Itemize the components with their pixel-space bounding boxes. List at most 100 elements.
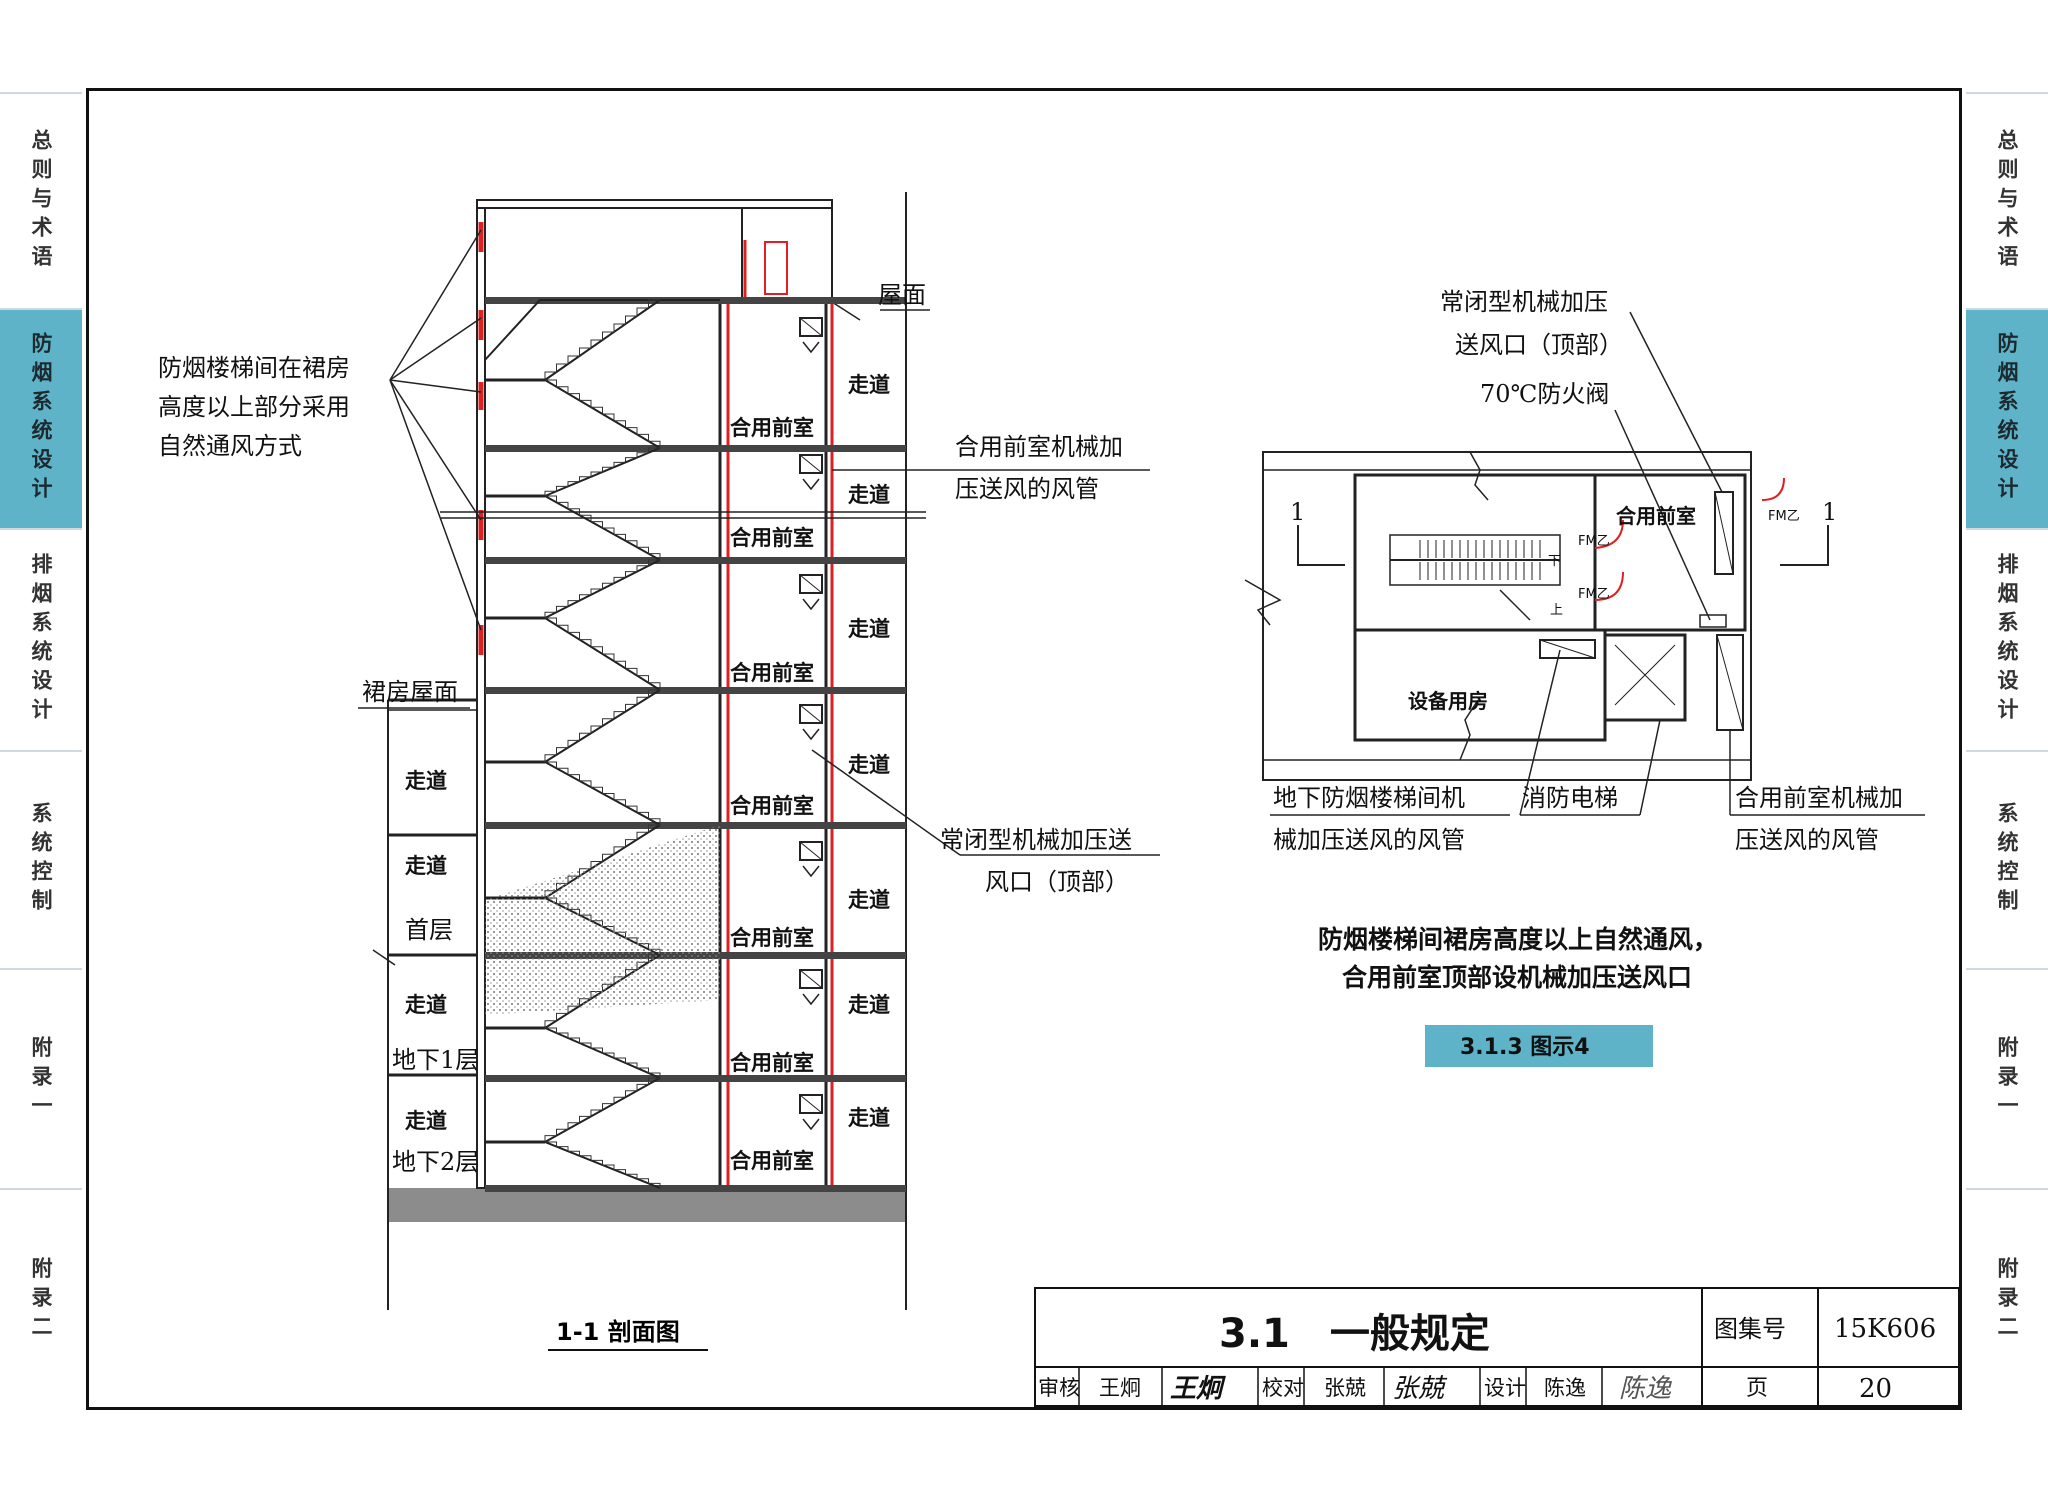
stair-tread — [579, 476, 591, 482]
callout-natural-3: 自然通风方式 — [158, 432, 302, 460]
anteroom-label: 合用前室 — [730, 661, 814, 685]
stair-tread — [636, 831, 649, 840]
side-tab-4[interactable]: 系统控制 — [1966, 750, 2048, 968]
atlas-label: 图集号 — [1714, 1315, 1786, 1343]
side-tab-1[interactable]: 总则与术语 — [1966, 92, 2048, 308]
stair-tread — [648, 447, 660, 453]
side-tab-2[interactable]: 防烟系统设计 — [0, 308, 82, 528]
side-tab-5[interactable]: 附录一 — [1966, 968, 2048, 1188]
side-tab-label: 附录二 — [29, 1256, 53, 1344]
plan-callout-anteroom-duct-2: 压送风的风管 — [1735, 826, 1879, 854]
side-tab-4[interactable]: 系统控制 — [0, 750, 82, 968]
side-tab-2[interactable]: 防烟系统设计 — [1966, 308, 2048, 528]
stair-wall-left — [476, 199, 486, 1189]
side-tab-5[interactable]: 附录一 — [0, 968, 82, 1188]
checker-signature: 张兢 — [1392, 1374, 1448, 1404]
figure-tag: 3.1.3 图示4 — [1460, 1035, 1590, 1060]
stair-tread — [591, 646, 603, 654]
designer-signature: 陈逸 — [1619, 1374, 1672, 1404]
stair-tread — [567, 481, 580, 487]
plan-callout-damper: 70℃防火阀 — [1480, 380, 1609, 408]
airflow-arrow-icon — [802, 865, 820, 878]
side-tab-6[interactable]: 附录二 — [0, 1188, 82, 1410]
stair-tread — [579, 780, 592, 788]
stair-tread — [648, 689, 660, 698]
figure-tag-bg — [1425, 1025, 1653, 1067]
designer-name: 陈逸 — [1544, 1376, 1586, 1400]
plan-callout-elevator: 消防电梯 — [1522, 784, 1618, 812]
stair-tread — [602, 527, 615, 535]
stair-tread — [579, 639, 592, 647]
stair-tread — [567, 600, 580, 607]
stair-tread — [544, 1020, 557, 1028]
label-podium-roof: 裙房屋面 — [362, 678, 458, 706]
stair-tread — [590, 471, 603, 477]
stair-tread — [568, 631, 580, 640]
plan-label-down: 下 — [1548, 554, 1561, 569]
stair-tread — [625, 1062, 638, 1068]
side-tab-label: 总则与术语 — [1995, 128, 2019, 274]
stair-tread — [648, 440, 661, 448]
stair-tread — [637, 675, 649, 683]
corridor-label: 走道 — [405, 854, 447, 878]
side-tab-label: 系统控制 — [29, 802, 53, 918]
stair-tread — [613, 461, 626, 468]
stair-tread — [579, 347, 591, 356]
side-tab-label: 总则与术语 — [29, 128, 53, 274]
checker-name: 张兢 — [1324, 1376, 1366, 1400]
stair-tread — [648, 1077, 660, 1085]
anteroom-label: 合用前室 — [730, 794, 814, 818]
stair-tread — [625, 1173, 638, 1179]
side-tab-label: 排烟系统设计 — [1995, 553, 2019, 727]
stair-tread — [614, 660, 626, 669]
stair-tread — [556, 485, 568, 492]
stair-tread — [591, 1047, 603, 1053]
stair-tread — [556, 1032, 569, 1038]
side-tab-6[interactable]: 附录二 — [1966, 1188, 2048, 1410]
side-tab-1[interactable]: 总则与术语 — [0, 92, 82, 308]
stair-tread — [568, 508, 580, 516]
stair-tread — [602, 718, 614, 726]
plan-callout-stair-duct-2: 械加压送风的风管 — [1273, 826, 1465, 854]
anteroom-label: 合用前室 — [730, 926, 814, 950]
ground-floor-hatch — [485, 825, 720, 1015]
stair-tread — [556, 767, 569, 775]
side-tab-label: 系统控制 — [1995, 802, 2019, 918]
title-block: 3.1 一般规定 图集号 15K606 审核 王炯 王炯 校对 张兢 张兢 设计… — [1034, 1287, 1960, 1407]
stair-tread — [602, 653, 615, 662]
check-label: 校对 — [1262, 1376, 1304, 1400]
stair-tread — [544, 611, 557, 618]
stair-tread — [637, 1178, 649, 1184]
stair-tread — [591, 786, 603, 794]
stair-tread — [602, 1164, 615, 1170]
stair-tread — [637, 546, 649, 554]
side-tab-3[interactable]: 排烟系统设计 — [1966, 528, 2048, 750]
stair-tread — [567, 739, 580, 748]
roof-slab — [476, 199, 833, 209]
stair-tread — [648, 553, 661, 560]
stair-tread — [602, 331, 614, 340]
floor-slabs — [485, 297, 906, 1192]
stair-tread — [648, 824, 660, 833]
stair-tread — [568, 393, 580, 401]
airflow-arrow-icon — [802, 341, 820, 354]
stair-tread — [625, 571, 637, 578]
plan-label-equipment: 设备用房 — [1408, 689, 1488, 713]
stair-tread — [544, 1135, 557, 1142]
stair-tread — [556, 1128, 568, 1136]
section-leaders — [358, 229, 1160, 856]
stair-tread — [648, 1072, 661, 1078]
stair-tread — [625, 427, 638, 435]
stair-tread — [625, 540, 638, 548]
corridor-label: 走道 — [848, 373, 890, 397]
stair-tread — [636, 696, 649, 705]
airflow-arrow-icon — [802, 993, 820, 1006]
side-tab-3[interactable]: 排烟系统设计 — [0, 528, 82, 750]
reviewer-name: 王炯 — [1099, 1376, 1141, 1400]
stair-tread — [590, 339, 603, 348]
side-tab-label: 防烟系统设计 — [1995, 332, 2019, 506]
corridor-label: 走道 — [848, 1106, 890, 1130]
plan-callout-top-1: 常闭型机械加压 — [1440, 288, 1608, 316]
stair-tread — [579, 399, 592, 408]
